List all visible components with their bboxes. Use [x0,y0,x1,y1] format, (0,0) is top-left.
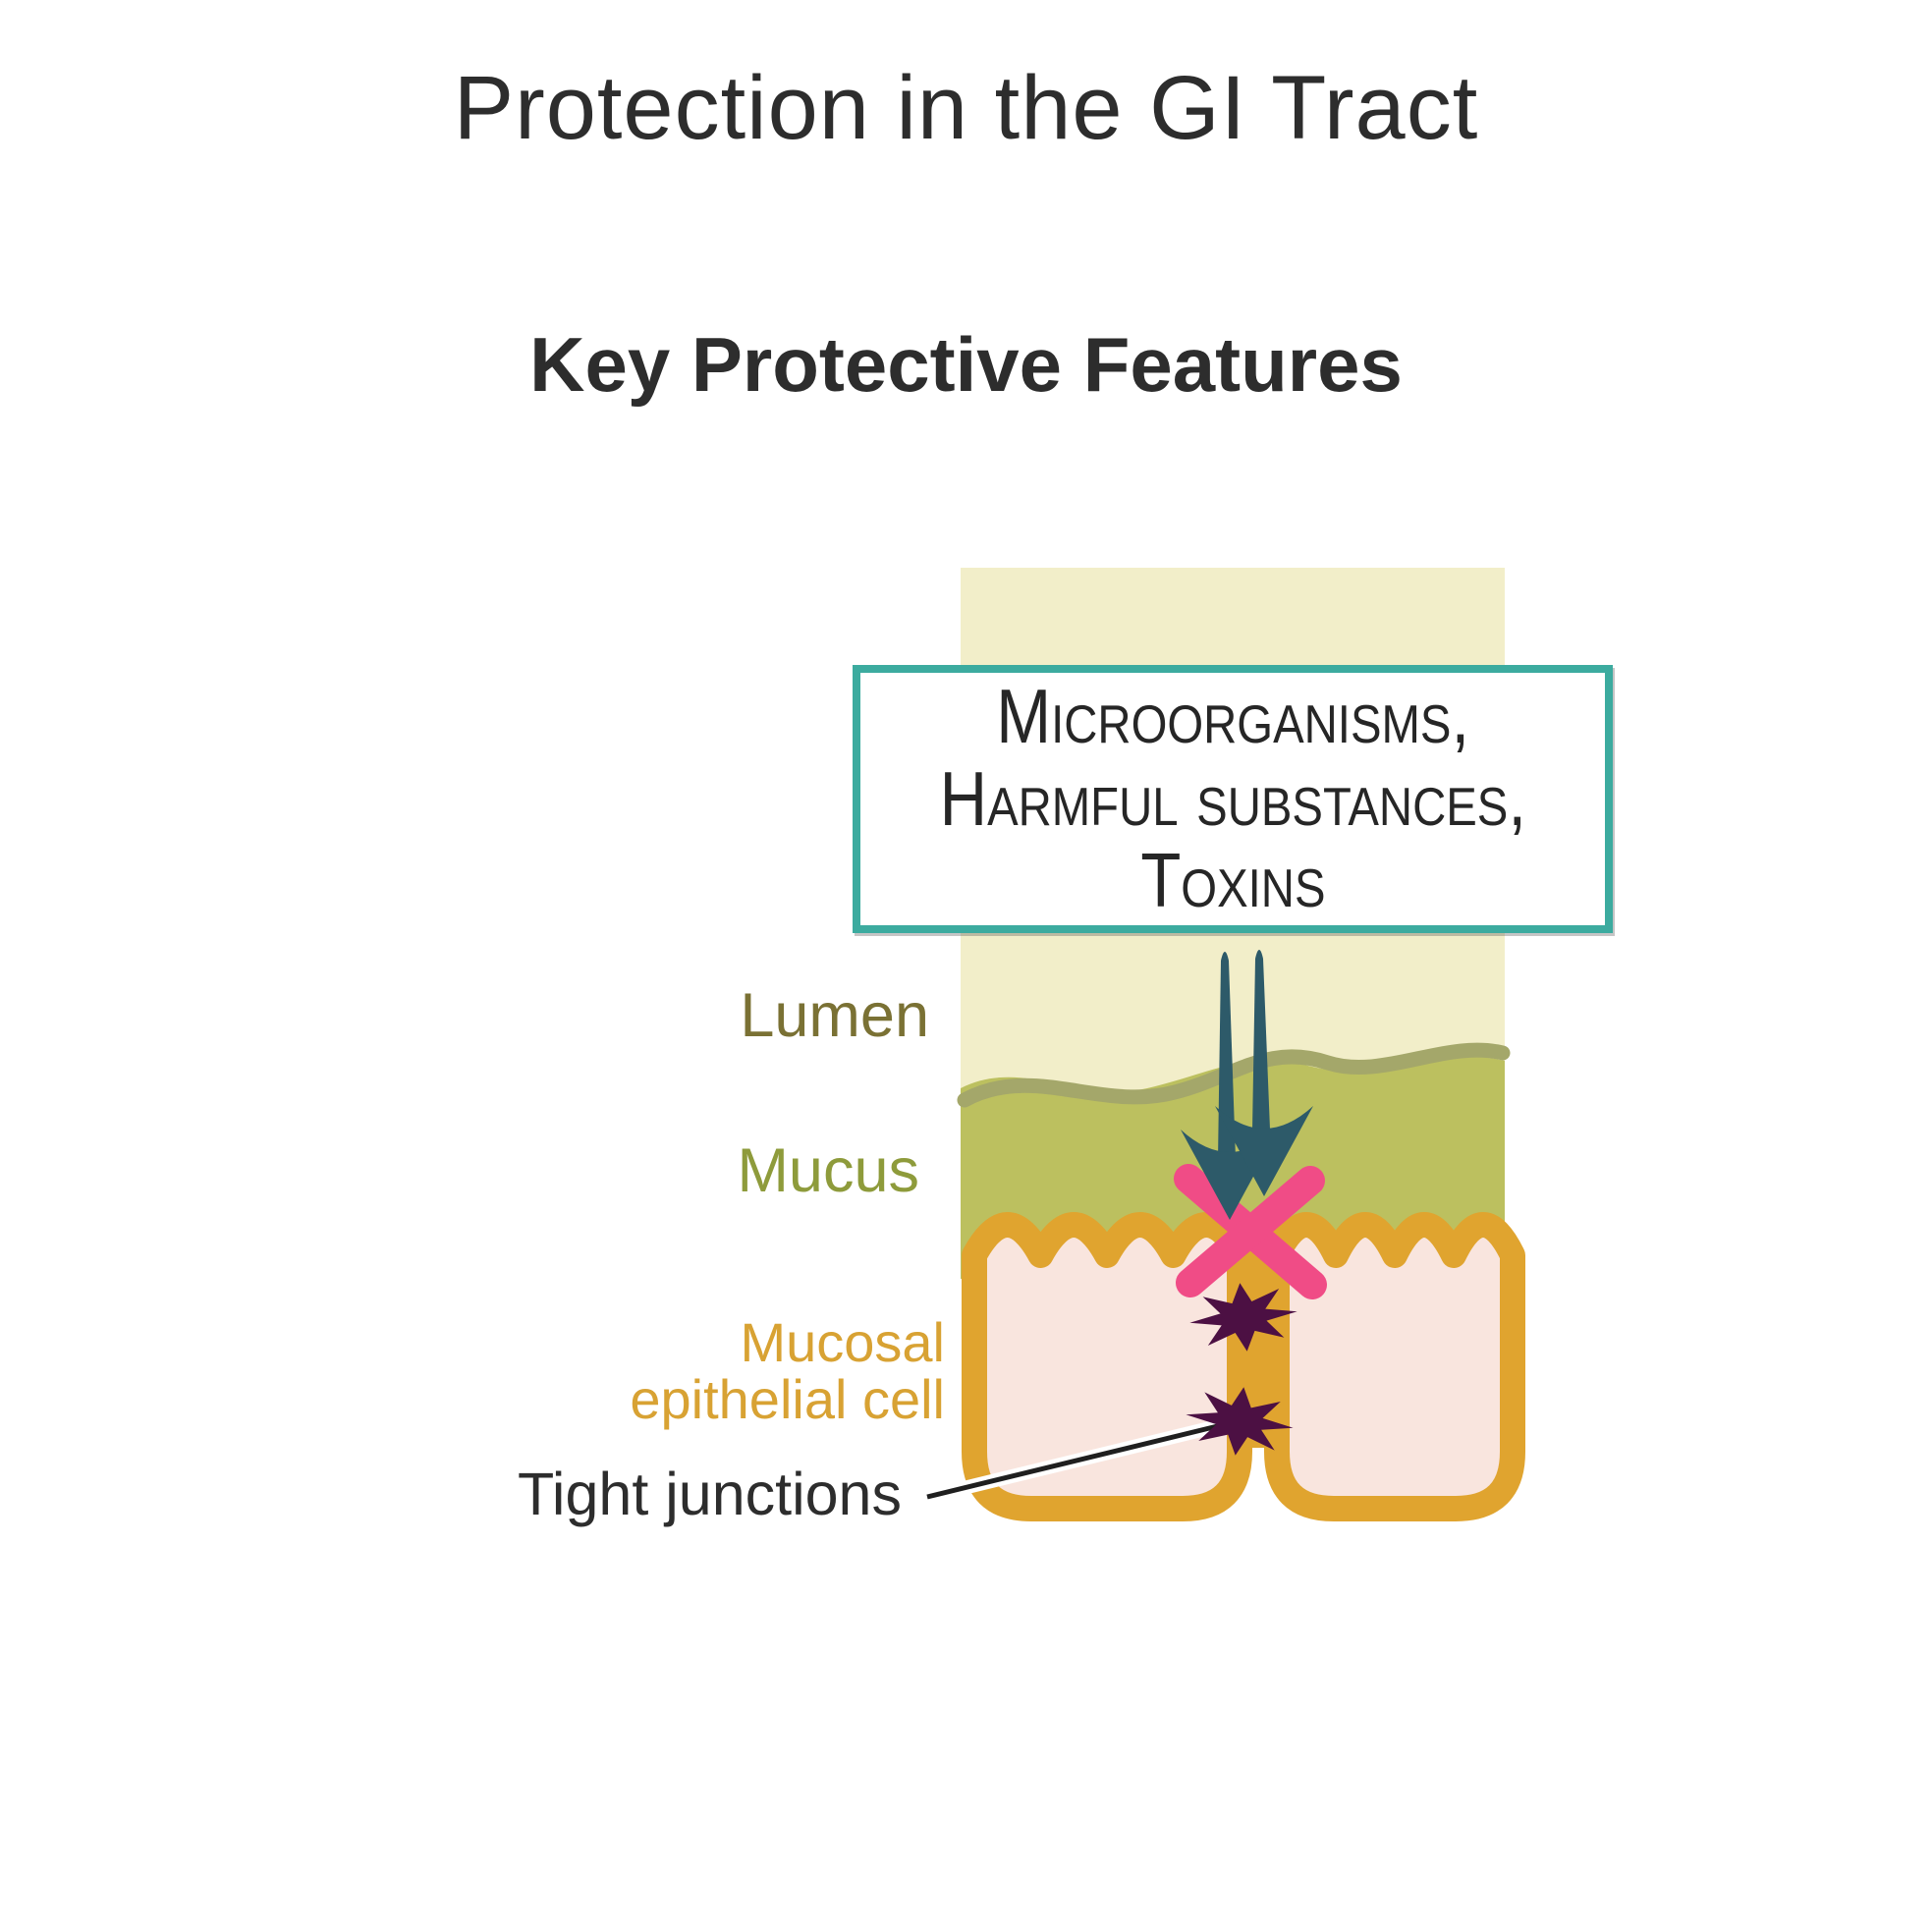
pathogen-arrow-icon [1181,950,1313,1220]
blocked-cross-icon [1174,1164,1327,1299]
label-mucus: Mucus [737,1136,919,1205]
callout-line-2: Harmful substances, [939,754,1526,842]
mucus-surface-squiggle [957,1042,1511,1108]
section-subtitle: Key Protective Features [529,321,1403,408]
label-mucosal-line-1: Mucosal [740,1311,945,1373]
label-lumen: Lumen [740,981,929,1050]
callout-line-1: Microorganisms, [996,673,1469,760]
label-mucosal-epithelial-cell: Mucosal epithelial cell [630,1314,945,1428]
tight-junction-pointer-line [925,1415,1236,1504]
page-title: Protection in the GI Tract [453,58,1479,158]
callout-box: Microorganisms, Harmful substances, Toxi… [853,665,1613,933]
callout-line-3: Toxins [1139,837,1326,924]
label-tight-junctions: Tight junctions [517,1461,902,1527]
label-mucosal-line-2: epithelial cell [630,1368,945,1430]
epithelial-cell-right [1264,1212,1525,1521]
